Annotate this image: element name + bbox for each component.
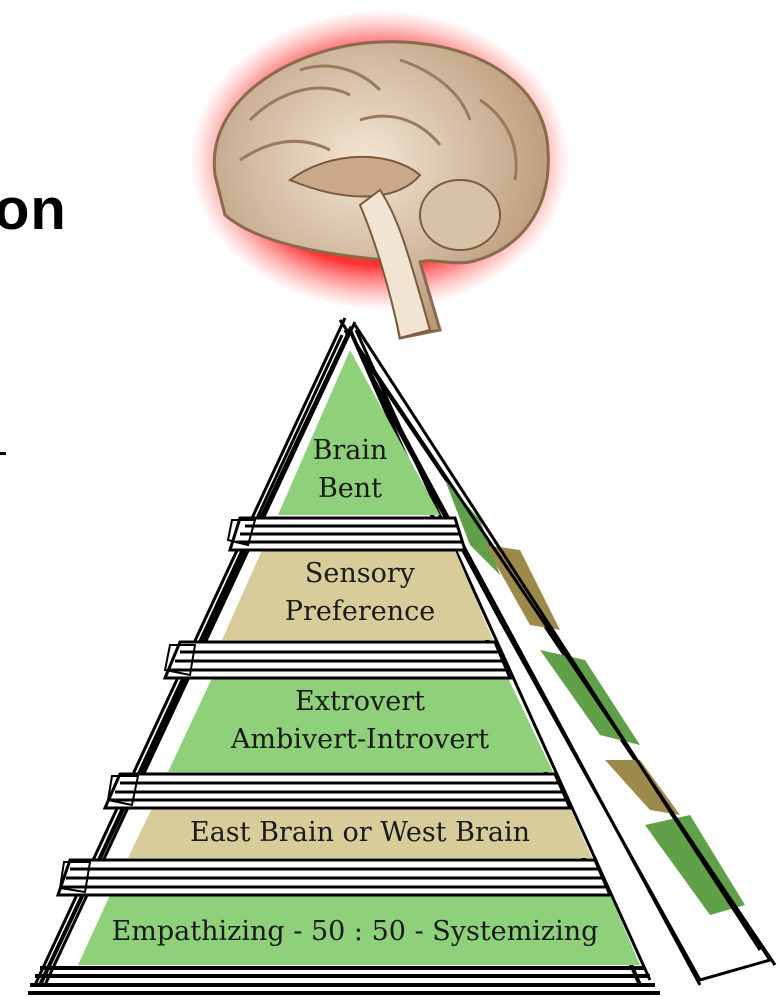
layer-1-line2: Bent [290,470,410,508]
layer-4-line1: East Brain or West Brain [140,814,580,852]
layer-2-label: Sensory Preference [240,555,480,631]
layer-4-label: East Brain or West Brain [140,814,580,852]
layer-3-line1: Extrovert [190,683,530,721]
brain-sagittal-icon [190,10,570,338]
layer-3-label: Extrovert Ambivert-Introvert [190,683,530,759]
separator-band-4 [58,860,610,895]
layer-2-line1: Sensory [240,555,480,593]
layer-1-line1: Brain [290,432,410,470]
separator-band-3 [105,774,570,808]
layer-5-label: Empathizing - 50 : 50 - Systemizing [95,913,615,951]
layer-5-line1: Empathizing - 50 : 50 - Systemizing [95,913,615,951]
layer-3-line2: Ambivert-Introvert [190,721,530,759]
layer-2-line2: Preference [240,593,480,631]
separator-band-1 [228,518,465,550]
layer-1-label: Brain Bent [290,432,410,508]
separator-band-2 [165,642,510,678]
